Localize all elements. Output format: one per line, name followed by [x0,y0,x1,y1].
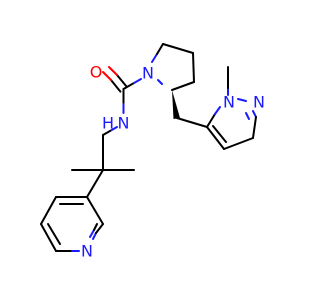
bond-ch2-pyrazole [176,117,208,128]
bond-carbonyl-ring-n [122,82,135,90]
bond-carbonyl-ring-n-tail [133,78,142,84]
bond-amide-n-ch2-head [109,126,118,132]
pyrazole-ring [206,98,257,150]
pyridine-nitrogen-label: N [81,242,93,261]
molecule-structure: O N H N N N N [40,43,265,261]
pyrazole-n2-label: N [253,93,265,112]
pyridine-ring [40,196,104,252]
amide-hydrogen-label: H [102,114,114,133]
carbonyl-bond [102,66,128,93]
pyrazole-n1-label: N [223,93,235,112]
bond-quaternary-pyridine [86,169,104,198]
stereo-wedge [172,90,180,119]
amide-nitrogen-label: N [118,114,130,133]
bond-amide-n-ch2 [102,130,111,136]
pyrrolidine-ring [151,43,195,91]
pyrrolidine-nitrogen-label: N [142,64,154,83]
oxygen-atom-label: O [90,63,103,82]
